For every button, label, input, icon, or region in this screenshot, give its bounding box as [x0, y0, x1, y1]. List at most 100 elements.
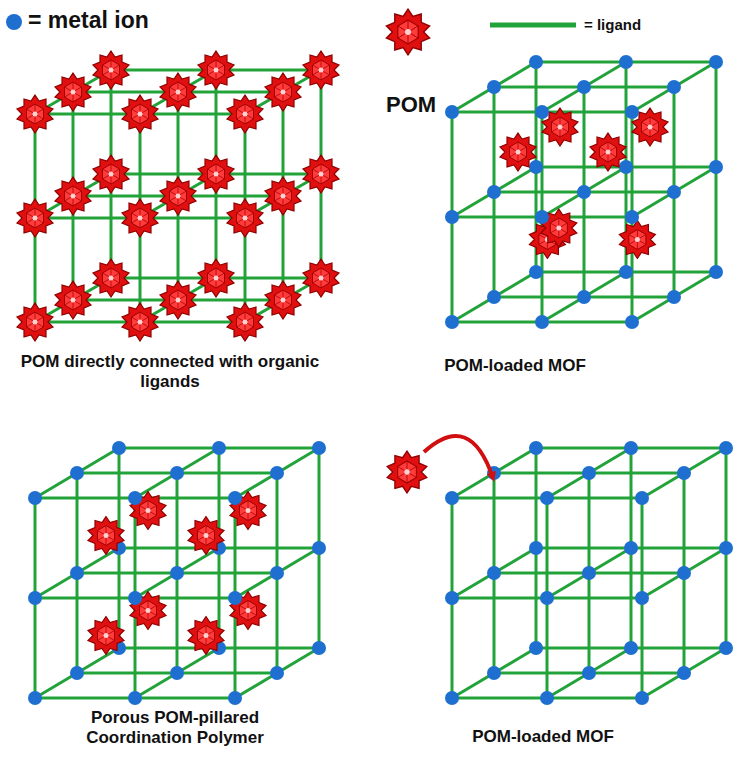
metal-ion — [270, 666, 284, 680]
metal-ion — [619, 265, 633, 279]
metal-ion — [445, 210, 459, 224]
legend-text: POM — [386, 92, 436, 118]
metal-ion — [540, 691, 554, 705]
ligand-line — [452, 548, 536, 598]
ligand-line — [632, 272, 716, 322]
pom-cluster — [227, 95, 263, 133]
pom-cluster — [198, 155, 234, 193]
legend-swatch — [6, 14, 22, 30]
metal-ion — [529, 55, 543, 69]
ligand-line — [452, 62, 536, 112]
pom-cluster — [619, 221, 655, 259]
metal-ion — [529, 160, 543, 174]
pom-cluster — [55, 281, 91, 319]
ligand-line — [642, 648, 726, 698]
panel-caption: POM directly connected with organic liga… — [10, 352, 330, 393]
ligand-line — [35, 448, 119, 498]
metal-ion — [540, 591, 554, 605]
metal-ion — [625, 315, 639, 329]
pom-cluster — [265, 177, 301, 215]
pom-cluster — [198, 259, 234, 297]
metal-ion — [709, 265, 723, 279]
ligand-line — [452, 272, 536, 322]
metal-ion — [529, 441, 543, 455]
metal-ion — [312, 541, 326, 555]
metal-ion — [445, 491, 459, 505]
pom-cluster — [188, 517, 224, 555]
pom-cluster — [500, 133, 536, 171]
ligand-line — [642, 548, 726, 598]
metal-ion — [619, 55, 633, 69]
metal-ion — [709, 55, 723, 69]
ligand-line — [547, 448, 631, 498]
metal-ion — [624, 641, 638, 655]
ligand-line — [35, 548, 119, 598]
metal-ion — [112, 441, 126, 455]
pom-cluster — [55, 73, 91, 111]
ligand-line — [35, 648, 119, 698]
ligand-line — [452, 648, 536, 698]
pom-cluster — [160, 73, 196, 111]
ligand-line — [542, 272, 626, 322]
metal-ion — [535, 315, 549, 329]
metal-ion — [577, 290, 591, 304]
metal-ion — [228, 491, 242, 505]
pom-cluster — [17, 303, 53, 341]
metal-ion — [170, 666, 184, 680]
metal-ion — [128, 691, 142, 705]
metal-ion — [170, 566, 184, 580]
pom-cluster — [265, 73, 301, 111]
pom-cluster — [93, 51, 129, 89]
metal-ion — [487, 80, 501, 94]
metal-ion — [535, 105, 549, 119]
metal-ion — [445, 315, 459, 329]
metal-ion — [270, 466, 284, 480]
pom-cluster — [93, 259, 129, 297]
metal-ion — [529, 641, 543, 655]
ligand-line — [547, 648, 631, 698]
pom-cluster — [265, 281, 301, 319]
lattices — [17, 51, 733, 705]
ligand-line — [452, 167, 536, 217]
legend-text: = ligand — [584, 16, 641, 34]
ligand-line — [135, 548, 219, 598]
ligand-line — [547, 548, 631, 598]
pom-cluster — [17, 199, 53, 237]
pom-incoming — [387, 451, 427, 493]
metal-ion — [128, 491, 142, 505]
metal-ion — [635, 591, 649, 605]
pom-cluster — [303, 155, 339, 193]
ligand-line — [235, 548, 319, 598]
ligand-line — [135, 648, 219, 698]
metal-ion — [635, 691, 649, 705]
pom-cluster — [188, 617, 224, 655]
metal-ion — [270, 566, 284, 580]
metal-ion — [228, 591, 242, 605]
pom-cluster — [93, 155, 129, 193]
ligand-legend-line — [490, 23, 576, 28]
pom-cluster — [88, 517, 124, 555]
panel-caption: POM-loaded MOF — [448, 727, 638, 747]
metal-ion — [624, 541, 638, 555]
metal-ion — [635, 491, 649, 505]
metal-ion — [529, 541, 543, 555]
metal-ion — [487, 290, 501, 304]
metal-ion — [624, 441, 638, 455]
metal-ion — [719, 641, 733, 655]
ligand-line — [452, 448, 536, 498]
ligand-line — [235, 448, 319, 498]
metal-ion — [312, 641, 326, 655]
metal-ion — [709, 160, 723, 174]
metal-ion — [582, 666, 596, 680]
pom-cluster — [160, 177, 196, 215]
metal-ion — [128, 591, 142, 605]
metal-ion — [487, 185, 501, 199]
metal-ion — [312, 441, 326, 455]
panel-caption: Porous POM-pillared Coordination Polymer — [55, 708, 295, 749]
pom-cluster — [198, 51, 234, 89]
pom-cluster — [227, 303, 263, 341]
metal-ion — [619, 160, 633, 174]
metal-ion — [487, 566, 501, 580]
metal-ion — [582, 566, 596, 580]
